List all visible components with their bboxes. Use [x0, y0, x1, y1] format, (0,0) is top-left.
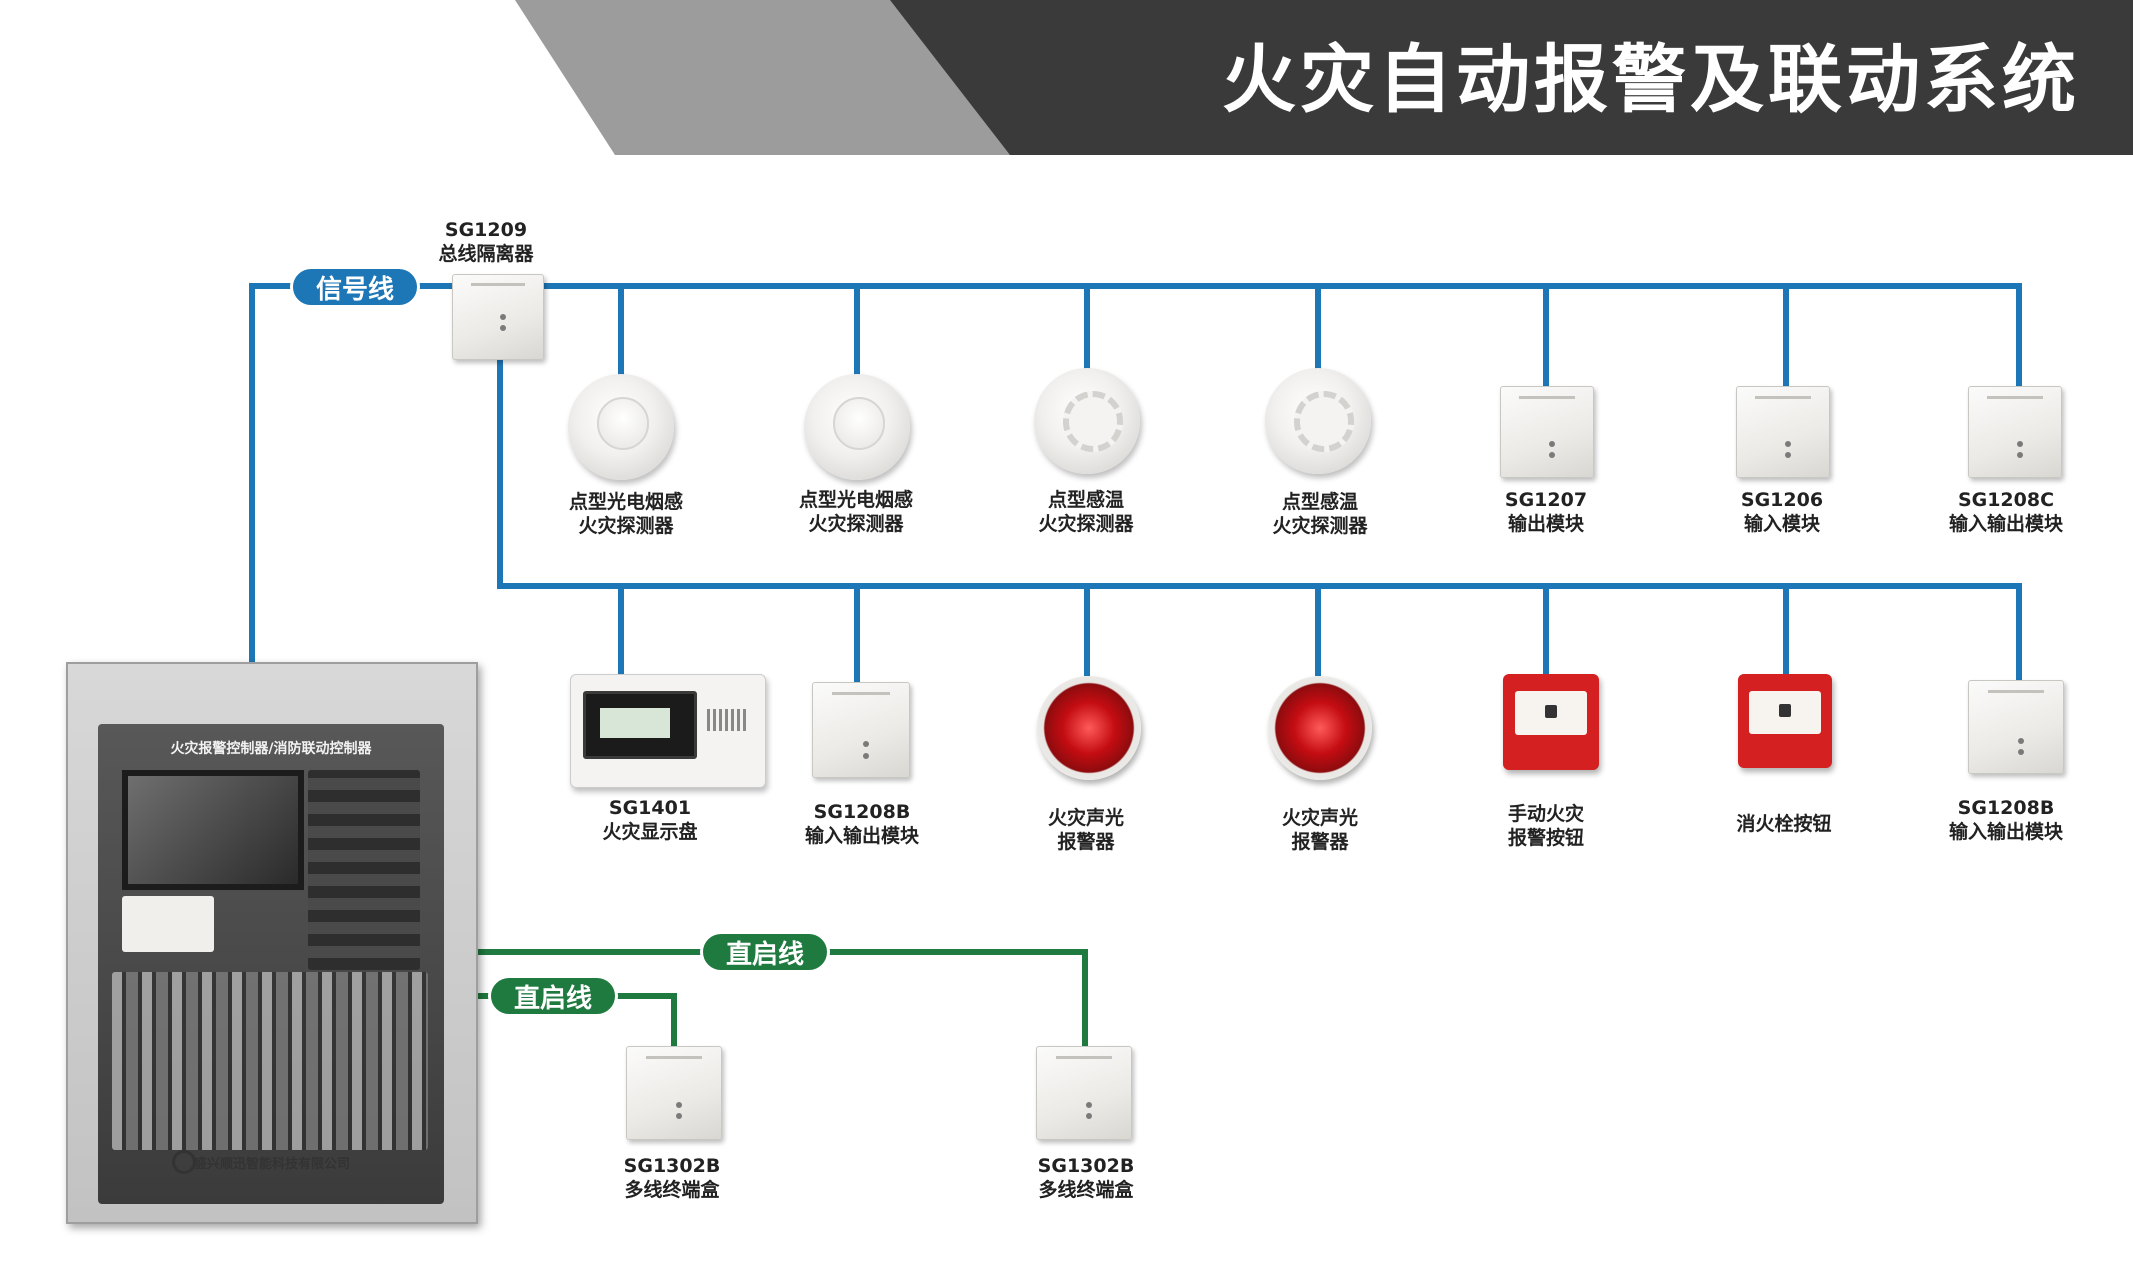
input-module-icon	[1736, 386, 1830, 478]
top-row-label: 点型光电烟感火灾探测器	[798, 489, 913, 535]
header-band	[515, 0, 2133, 155]
header-band-dark	[890, 0, 2133, 155]
control-panel-printer	[122, 896, 214, 952]
io-module-icon	[1968, 386, 2062, 478]
terminal-box-icon	[626, 1046, 722, 1140]
fire-display-panel-icon	[570, 674, 766, 788]
top-row-label: 点型感温火灾探测器	[1038, 489, 1134, 535]
control-panel: 火灾报警控制器/消防联动控制器 盛兴顺迅智能科技有限公司	[66, 662, 478, 1224]
smoke-detector-icon	[804, 374, 910, 480]
second-row-label: 火灾声光报警器	[1047, 807, 1124, 853]
top-row-label: 点型光电烟感火灾探测器	[568, 491, 683, 537]
hydrant-button-icon	[1738, 674, 1832, 768]
company-logo-icon	[172, 1150, 196, 1174]
isolator-label: SG1209 总线隔离器	[376, 218, 596, 266]
isolator-name: 总线隔离器	[438, 243, 534, 265]
control-panel-title: 火灾报警控制器/消防联动控制器	[170, 741, 372, 757]
control-panel-switches	[112, 972, 428, 1150]
direct-wire-label-2: 直启线	[488, 975, 618, 1017]
heat-detector-icon	[1034, 368, 1140, 474]
signal-bus	[249, 283, 2022, 684]
page-title: 火灾自动报警及联动系统	[1222, 37, 2080, 123]
signal-line-riser	[249, 283, 470, 662]
isolator-device	[452, 274, 544, 360]
sounder-strobe-icon	[1268, 676, 1372, 780]
control-panel-screen	[122, 770, 304, 890]
smoke-detector-icon	[568, 374, 674, 480]
top-row-label: 点型感温火灾探测器	[1272, 491, 1368, 537]
io-module-icon	[812, 682, 910, 778]
io-module-icon	[1968, 680, 2064, 774]
second-row-label: 火灾声光报警器	[1281, 807, 1358, 853]
heat-detector-icon	[1265, 368, 1371, 474]
direct-wire-label-1: 直启线	[700, 931, 830, 973]
terminal-box-icon	[1036, 1046, 1132, 1140]
isolator-model: SG1209	[444, 219, 528, 241]
control-panel-face: 火灾报警控制器/消防联动控制器	[98, 724, 444, 1204]
sounder-strobe-icon	[1037, 676, 1141, 780]
direct-line-1	[474, 949, 1088, 1046]
output-module-icon	[1500, 386, 1594, 478]
second-row-label: 消火栓按钮	[1736, 813, 1832, 835]
control-panel-company: 盛兴顺迅智能科技有限公司	[193, 1157, 350, 1172]
signal-line-branch	[497, 350, 2022, 589]
second-row-label: 手动火灾报警按钮	[1507, 803, 1584, 849]
control-panel-keypad	[308, 770, 420, 970]
signal-wire-label: 信号线	[290, 266, 420, 308]
manual-call-point-icon	[1503, 674, 1599, 770]
